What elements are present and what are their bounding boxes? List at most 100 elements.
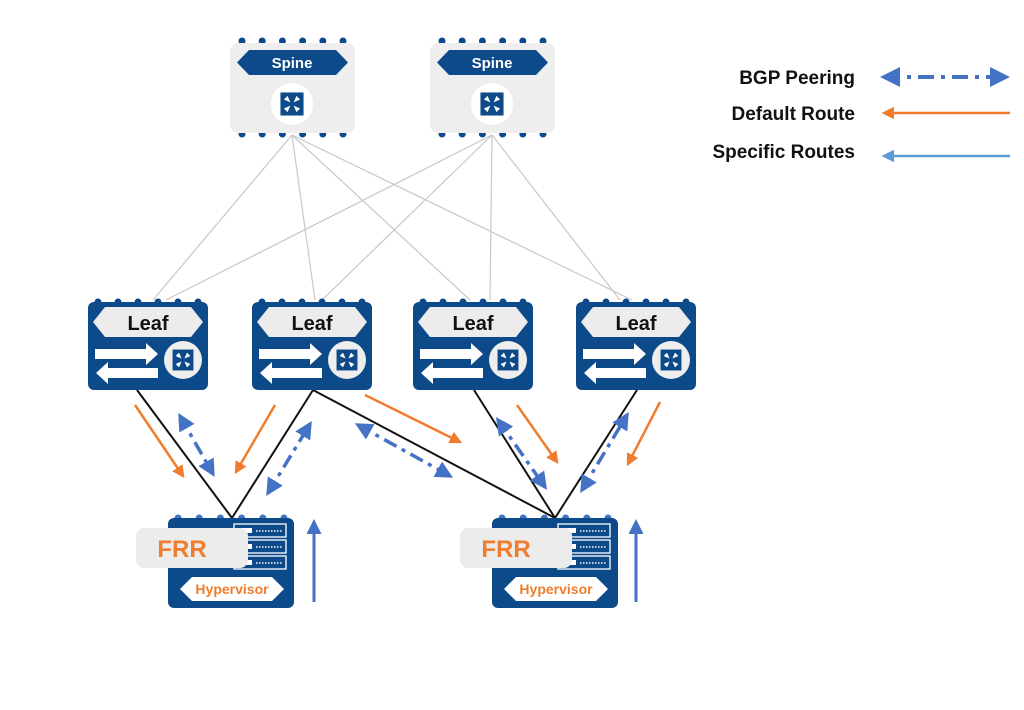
spine-label: Spine [472,55,513,72]
left-arrow-icon [260,362,322,384]
fabric-link [291,134,471,301]
hypervisor-label: Hypervisor [195,581,269,597]
leaf-label: Leaf [615,313,656,335]
switch-icon [172,349,194,371]
bgp-peering-arrow [580,411,629,494]
port-dot [539,37,547,45]
fabric-link [152,134,293,301]
switch-arrow-glyph [509,361,516,368]
switch-arrow-glyph [672,361,679,368]
port-dot [458,37,466,45]
bgp-peering-arrow [266,421,312,496]
switch-arrow-glyph [509,352,516,359]
frr-label: FRR [481,536,530,563]
switch-arrow-glyph [348,361,355,368]
default-route-arrow [133,404,185,479]
fabric-link [491,134,621,301]
switch-arrow-glyph [175,352,182,359]
fabric-link [321,134,493,301]
switch-arrow-glyph [184,352,191,359]
default-route-arrow [234,404,277,475]
label-banner [257,307,367,337]
switch-arrow-glyph [500,361,507,368]
frr-panel [460,528,572,568]
left-arrow-icon [584,362,646,384]
label-banner [504,577,608,601]
leaf-switch: Leaf [88,298,208,390]
switch-icon [660,349,682,371]
port-dot [478,37,486,45]
fabric-link [291,134,633,301]
port-dot [299,37,307,45]
switch-arrow-glyph [493,105,501,113]
legend-default-route-label: Default Route [732,104,856,125]
label-banner [437,50,548,75]
hypervisor-label: Hypervisor [519,581,593,597]
leaf-host-links [136,389,638,519]
switch-arrow-glyph [293,95,301,103]
right-arrow-icon [583,343,646,365]
switch-arrow-glyph [663,352,670,359]
legend-bgp-peering-label: BGP Peering [739,68,855,89]
leaf-switch: Leaf [413,298,533,390]
bgp-peering-arrow [354,423,454,478]
hypervisor-host: FRR Hypervisor [460,514,618,608]
switch-arrow-glyph [672,352,679,359]
leaf-host-link [473,389,556,519]
right-arrow-icon [420,343,483,365]
port-dot [339,37,347,45]
spine-switch: Spine [230,37,355,138]
port-dot [499,37,507,45]
spine-leaf-links [152,134,633,301]
hypervisor-host: FRR Hypervisor [136,514,294,608]
switch-arrow-glyph [339,352,346,359]
port-dot [319,37,327,45]
label-banner [418,307,528,337]
switch-icon [336,349,358,371]
left-arrow-icon [96,362,158,384]
right-arrow-icon [95,343,158,365]
switch-icon [280,92,304,116]
leaf-host-link [554,389,638,519]
leaf-label: Leaf [452,313,493,335]
switch-arrow-glyph [293,105,301,113]
port-dot [278,37,286,45]
switch-arrow-glyph [500,352,507,359]
fabric-link [291,134,316,301]
label-banner [93,307,203,337]
switch-arrow-glyph [283,95,291,103]
label-banner [581,307,691,337]
switch-arrow-glyph [663,361,670,368]
leaf-host-link [136,389,233,519]
leaf-switch: Leaf [252,298,372,390]
frr-label: FRR [157,536,206,563]
port-dot [519,37,527,45]
legend: BGP Peering Default Route Specific Route… [712,67,1010,163]
fabric-link [489,134,493,301]
spine-label: Spine [272,55,313,72]
legend-specific-routes-label: Specific Routes [712,142,855,163]
leaf-label: Leaf [127,313,168,335]
label-banner [180,577,284,601]
bgp-peering-arrow [178,412,215,478]
frr-panel [136,528,248,568]
switch-arrow-glyph [493,95,501,103]
leaf-label: Leaf [291,313,332,335]
switch-arrow-glyph [283,105,291,113]
switch-icon [480,92,504,116]
label-banner [237,50,348,75]
switch-icon [497,349,519,371]
default-route-arrow [626,401,662,467]
switch-arrow-glyph [483,105,491,113]
port-dot [258,37,266,45]
port-dot [238,37,246,45]
left-arrow-icon [421,362,483,384]
switch-arrow-glyph [339,361,346,368]
switch-arrow-glyph [184,361,191,368]
right-arrow-icon [259,343,322,365]
fabric-link [165,134,493,301]
route-arrows [133,393,662,602]
spine-switch: Spine [430,37,555,138]
